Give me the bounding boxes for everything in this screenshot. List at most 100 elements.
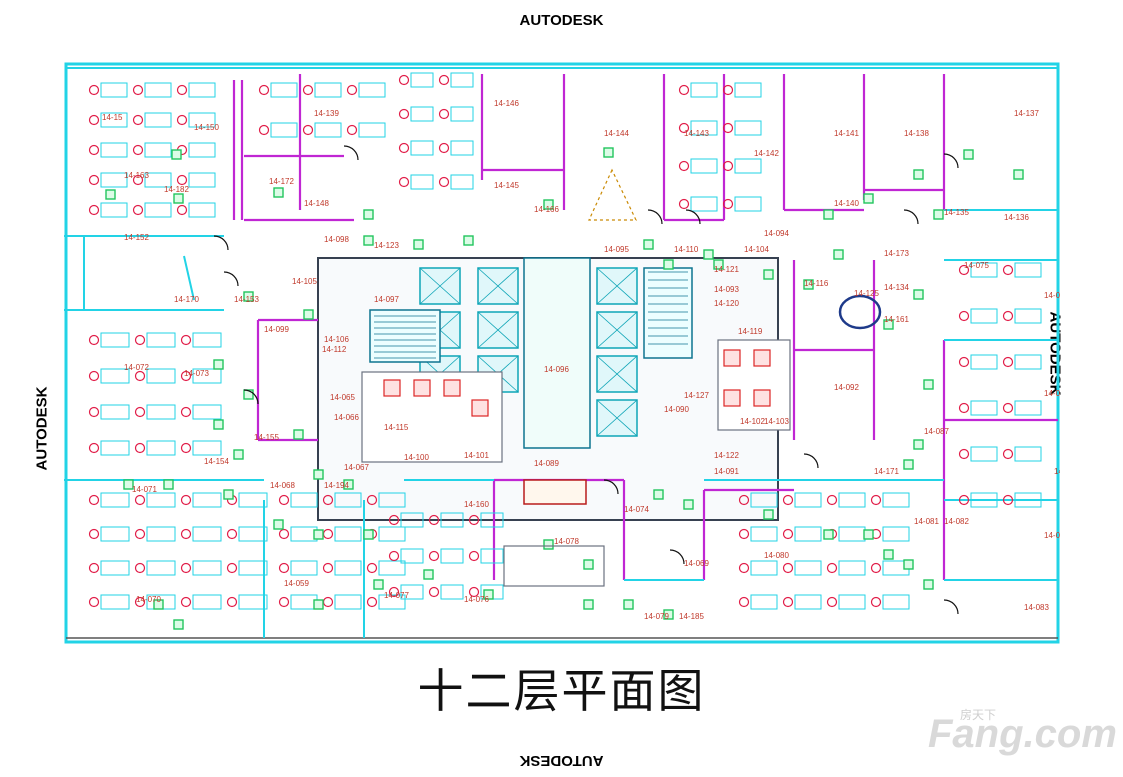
desk (314, 82, 342, 98)
desk (970, 262, 998, 278)
desk (100, 332, 130, 348)
room-number-label: 14-134 (884, 283, 909, 292)
workstation-marker (583, 559, 594, 570)
toilet-fixture (723, 349, 741, 367)
workstation-marker (903, 559, 914, 570)
chair (346, 124, 358, 136)
room-number-label: 14-135 (944, 208, 969, 217)
room-number-label: 14-106 (324, 335, 349, 344)
room-number-label: 14-154 (204, 457, 229, 466)
desk (480, 548, 504, 564)
chair (782, 494, 794, 506)
desk (144, 172, 172, 188)
room-number-label: 14-090 (664, 405, 689, 414)
atrium-outline (588, 168, 637, 221)
room-number-label: 14-078 (554, 537, 579, 546)
workstation-marker (823, 209, 834, 220)
chair (88, 528, 100, 540)
central-lobby (523, 257, 591, 449)
room-number-label: 14-084 (1044, 531, 1060, 540)
chair (134, 528, 146, 540)
room-number-label: 14-148 (304, 199, 329, 208)
workstation-marker (233, 449, 244, 460)
chair (302, 124, 314, 136)
workstation-marker (243, 389, 254, 400)
desk (238, 526, 268, 542)
chair (88, 370, 100, 382)
workstation-marker (213, 359, 224, 370)
workstation-marker (703, 249, 714, 260)
chair (826, 562, 838, 574)
door-swing (903, 209, 919, 225)
desk (734, 82, 762, 98)
desk (188, 172, 216, 188)
chair (1002, 494, 1014, 506)
chair (428, 586, 440, 598)
chair (958, 448, 970, 460)
desk (450, 140, 474, 156)
desk (192, 492, 222, 508)
elevator-diagonal (596, 267, 638, 305)
workstation-marker (623, 599, 634, 610)
desk (100, 142, 128, 158)
chair (134, 406, 146, 418)
chair (870, 494, 882, 506)
chair (958, 494, 970, 506)
workstation-marker (643, 239, 654, 250)
chair (782, 528, 794, 540)
chair (438, 176, 450, 188)
desk (440, 548, 464, 564)
desk (146, 526, 176, 542)
desk (334, 526, 362, 542)
desk (794, 526, 822, 542)
room-number-label: 14-120 (714, 299, 739, 308)
chair (132, 204, 144, 216)
desk (192, 368, 222, 384)
desk (144, 202, 172, 218)
room-number-label: 14-079 (644, 612, 669, 621)
room-number-label: 14-146 (494, 99, 519, 108)
room-number-label: 14-102 (740, 417, 765, 426)
workstation-marker (243, 291, 254, 302)
chair (88, 494, 100, 506)
chair (88, 114, 100, 126)
room-number-label: 14-119 (738, 327, 763, 336)
chair (88, 144, 100, 156)
workstation-marker (173, 193, 184, 204)
room-number-label: 14-127 (684, 391, 709, 400)
chair (870, 562, 882, 574)
chair (468, 586, 480, 598)
chair (722, 84, 734, 96)
desk (188, 202, 216, 218)
workstation-marker (883, 319, 894, 330)
chair (88, 204, 100, 216)
desk (146, 560, 176, 576)
room-number-label: 14-094 (764, 229, 789, 238)
room-number-label: 14-185 (679, 612, 704, 621)
workstation-marker (213, 419, 224, 430)
desk (238, 492, 268, 508)
chair (722, 198, 734, 210)
chair (176, 204, 188, 216)
meeting-table-highlight (838, 294, 882, 330)
outer-wall (64, 62, 1060, 644)
desk (144, 112, 172, 128)
desk (146, 440, 176, 456)
desk (690, 196, 718, 212)
workstation-marker (293, 429, 304, 440)
plan-title: 十二层平面图 (417, 664, 706, 718)
chair (180, 596, 192, 608)
chair (366, 596, 378, 608)
toilet-fixture (753, 349, 771, 367)
chair (388, 514, 400, 526)
workstation-marker (923, 579, 934, 590)
chair (398, 108, 410, 120)
chair (134, 370, 146, 382)
elevator-diagonal (477, 267, 519, 305)
chair (468, 514, 480, 526)
stair-east (643, 267, 693, 359)
desk (970, 354, 998, 370)
chair (738, 562, 750, 574)
chair (176, 174, 188, 186)
